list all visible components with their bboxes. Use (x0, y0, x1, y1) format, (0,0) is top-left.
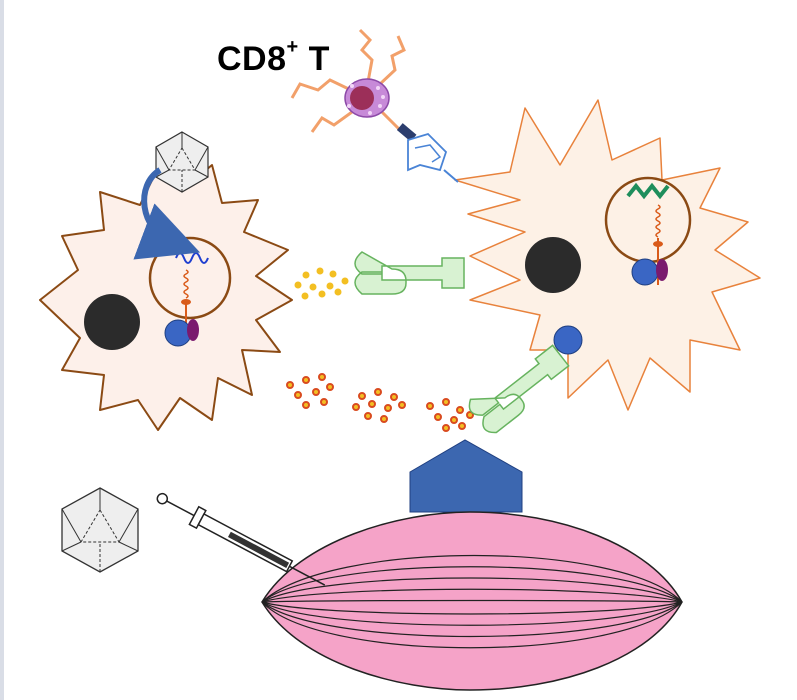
t-cell-icon (292, 30, 458, 182)
right-cell-membrane (455, 100, 760, 410)
infected-muscle-cell (40, 165, 292, 430)
red-cytokines (287, 374, 473, 431)
left-cell-membrane (40, 165, 292, 430)
antigen-presenting-cell (455, 100, 760, 410)
blue-pentagon-icon (410, 440, 522, 512)
t-cell-arm-3 (380, 36, 404, 84)
t-cell-arm-2 (360, 30, 372, 82)
muscle-icon (262, 512, 682, 690)
surface-protein-blue (554, 326, 582, 354)
t-cell-nucleus (350, 86, 374, 110)
right-cell-nucleus (525, 237, 581, 293)
left-cell-nucleus (84, 294, 140, 350)
t-cell-arm-4 (312, 112, 352, 132)
yellow-cytokines (295, 268, 349, 300)
tcr-receptor-icon (408, 134, 446, 170)
virus-capsid-large-icon (62, 488, 138, 572)
receptor-horizontal (355, 252, 464, 294)
receptor-diagonal (465, 339, 574, 437)
